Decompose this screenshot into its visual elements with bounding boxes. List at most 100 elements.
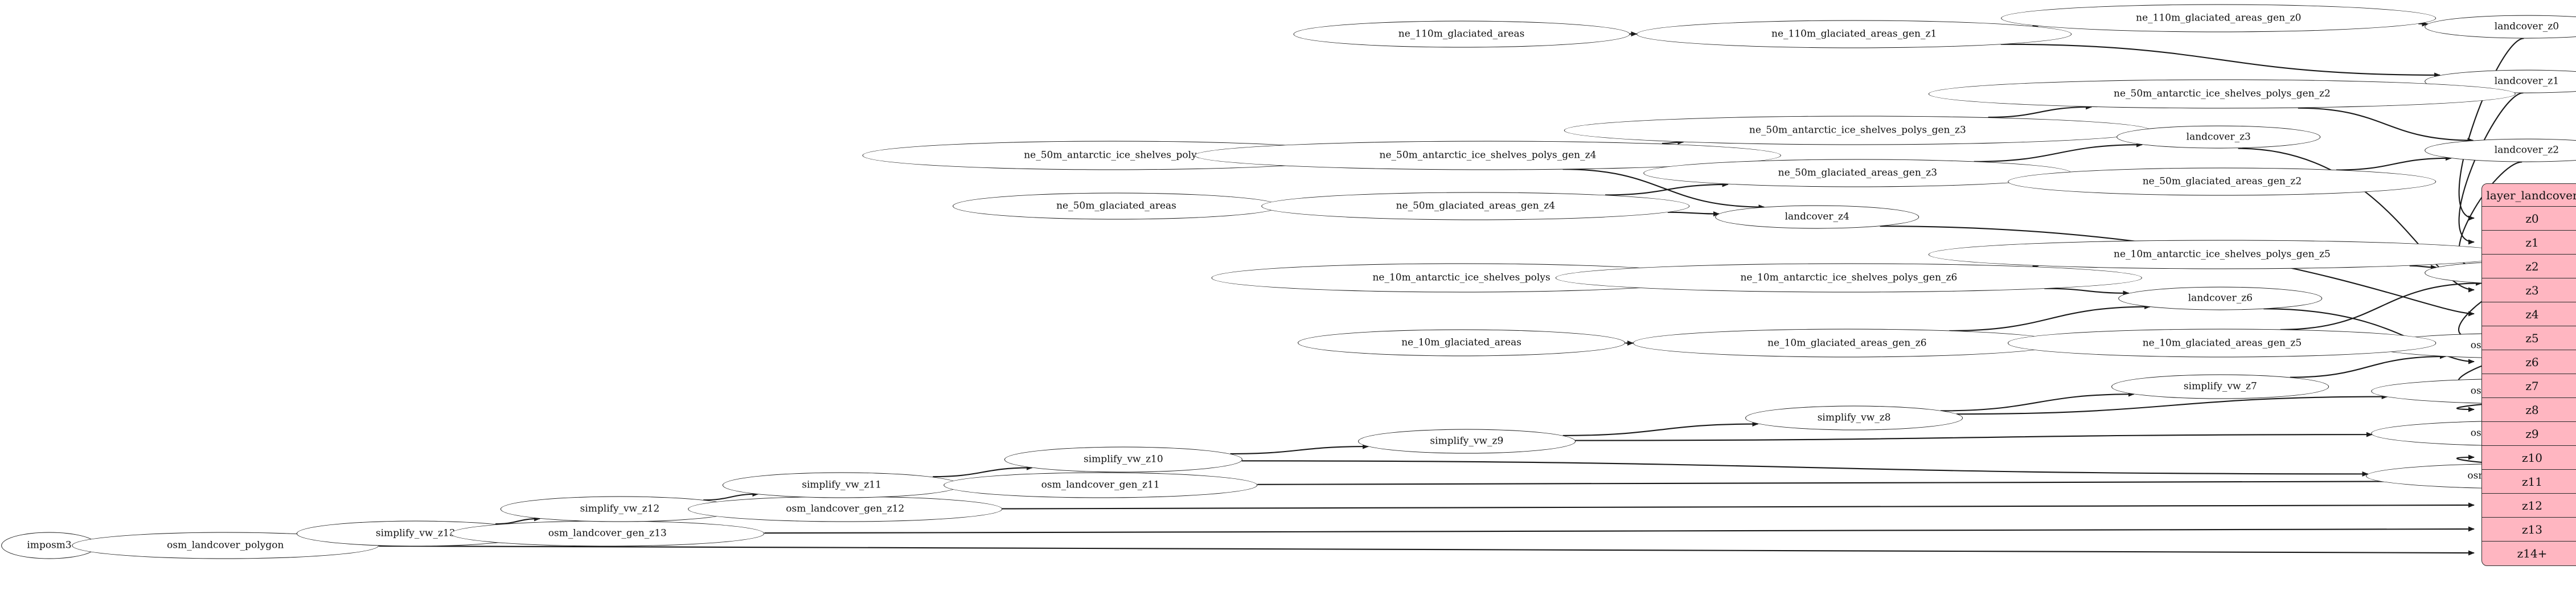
edge-osm_landcover_polygon-to-layer_landcover-z14+	[379, 545, 2475, 556]
edge-simplify_vw_z7-to-osm_landcover_gen_z7	[2290, 354, 2446, 378]
node-label: ne_110m_glaciated_areas_gen_z1	[1771, 28, 1937, 40]
node-osm_landcover_gen_z12[interactable]: osm_landcover_gen_z12	[688, 496, 1003, 522]
edge-ne_50m_glaciated_areas_gen_z4-to-landcover_z4	[1667, 211, 1720, 217]
node-label: simplify_vw_z7	[2183, 380, 2257, 392]
edge-landcover_z4-to-layer_landcover-z4	[1880, 225, 2475, 317]
edge-ne_50m_glaciated_areas_gen_z2-to-landcover_z2	[2336, 155, 2452, 171]
edge-osm_landcover_gen_z12-to-layer_landcover-z12	[1002, 502, 2475, 510]
node-label: ne_10m_glaciated_areas	[1401, 337, 1521, 348]
node-label: ne_50m_antarctic_ice_shelves_polys_gen_z…	[2114, 88, 2331, 100]
edge-ne_50m_antarctic_ice_shelves_polys_gen_z4-to-landcover_z4	[1562, 169, 1765, 210]
node-ne_110m_glaciated_areas_gen_z1[interactable]: ne_110m_glaciated_areas_gen_z1	[1636, 20, 2072, 48]
table-row-z0[interactable]: z0	[2482, 207, 2576, 231]
node-label: ne_10m_antarctic_ice_shelves_polys	[1372, 272, 1550, 284]
node-label: osm_landcover_gen_z12	[786, 503, 905, 515]
edge-ne_50m_glaciated_areas_gen_z4-to-ne_50m_glaciated_areas_gen_z3	[1605, 182, 1729, 196]
edge-ne_110m_glaciated_areas_gen_z1-to-landcover_z1	[2000, 43, 2441, 78]
node-label: landcover_z3	[2186, 131, 2251, 143]
table-row-z14+[interactable]: z14+	[2517, 547, 2548, 560]
node-label: osm_landcover_gen_z13	[548, 527, 667, 539]
edge-simplify_vw_z8-to-osm_landcover_gen_z8	[1956, 394, 2388, 415]
edge-simplify_vw_z8-to-simplify_vw_z7	[1940, 391, 2135, 412]
node-simplify_vw_z7[interactable]: simplify_vw_z7	[2111, 374, 2329, 399]
node-osm_landcover_polygon[interactable]: osm_landcover_polygon	[72, 532, 379, 559]
table-row-z1[interactable]: z1	[2482, 231, 2576, 255]
node-landcover_z0[interactable]: landcover_z0	[2425, 15, 2576, 39]
node-ne_50m_glaciated_areas_gen_z2[interactable]: ne_50m_glaciated_areas_gen_z2	[2008, 167, 2436, 196]
node-label: landcover_z4	[1785, 211, 1849, 223]
table-row-z13[interactable]: z13	[2482, 518, 2576, 542]
table-row-z10[interactable]: z10	[2482, 446, 2576, 470]
table-row-z3[interactable]: z3	[2482, 278, 2576, 302]
edge-simplify_vw_z10-to-simplify_vw_z9	[1230, 444, 1369, 454]
node-label: ne_50m_glaciated_areas_gen_z3	[1778, 167, 1938, 179]
node-ne_10m_glaciated_areas_gen_z6[interactable]: ne_10m_glaciated_areas_gen_z6	[1633, 329, 2061, 358]
node-label: landcover_z2	[2494, 144, 2559, 156]
node-label: landcover_z6	[2188, 292, 2253, 304]
node-ne_50m_antarctic_ice_shelves_polys_gen_z2[interactable]: ne_50m_antarctic_ice_shelves_polys_gen_z…	[1929, 79, 2516, 109]
edge-osm_landcover_gen_z13-to-layer_landcover-z13	[764, 526, 2475, 534]
node-osm_landcover_gen_z11[interactable]: osm_landcover_gen_z11	[943, 472, 1258, 498]
edge-ne_10m_antarctic_ice_shelves_polys_gen_z5-to-landcover_z5	[2409, 265, 2437, 270]
node-ne_10m_glaciated_areas_gen_z5[interactable]: ne_10m_glaciated_areas_gen_z5	[2008, 329, 2436, 358]
node-label: ne_50m_glaciated_areas	[1056, 200, 1176, 212]
edge-landcover_z3-to-layer_landcover-z3	[2238, 147, 2475, 293]
edge-ne_10m_glaciated_areas_gen_z5-to-landcover_z5	[2280, 280, 2483, 330]
node-label: ne_50m_antarctic_ice_shelves_polys_gen_z…	[1749, 124, 1966, 136]
table-row-z4[interactable]: z4	[2482, 302, 2576, 326]
node-label: ne_10m_antarctic_ice_shelves_polys_gen_z…	[2114, 248, 2331, 260]
edge-ne_10m_glaciated_areas_gen_z6-to-landcover_z6	[1949, 304, 2151, 331]
table-header: layer_landcover	[2482, 184, 2576, 207]
edge-simplify_vw_z9-to-osm_landcover_gen_z9	[1575, 432, 2373, 441]
node-ne_50m_antarctic_ice_shelves_polys_gen_z3[interactable]: ne_50m_antarctic_ice_shelves_polys_gen_z…	[1564, 116, 2151, 145]
table-row-z12[interactable]: z12	[2482, 494, 2576, 518]
table-row-z2[interactable]: z2	[2482, 255, 2576, 278]
node-label: landcover_z0	[2494, 20, 2559, 32]
node-simplify_vw_z11[interactable]: simplify_vw_z11	[723, 472, 961, 498]
table-row-z6[interactable]: z6	[2482, 350, 2576, 374]
edge-ne_50m_antarctic_ice_shelves_polys_gen_z2-to-landcover_z2	[2298, 107, 2474, 143]
node-label: landcover_z1	[2494, 75, 2559, 87]
edge-simplify_vw_z12-to-simplify_vw_z11	[703, 491, 759, 501]
node-osm_landcover_gen_z13[interactable]: osm_landcover_gen_z13	[450, 520, 765, 547]
node-label: ne_110m_glaciated_areas_gen_z0	[2136, 12, 2302, 24]
node-label: simplify_vw_z12	[580, 503, 660, 515]
node-label: osm_landcover_gen_z11	[1041, 479, 1160, 491]
node-ne_10m_glaciated_areas[interactable]: ne_10m_glaciated_areas	[1297, 329, 1626, 356]
node-label: simplify_vw_z11	[802, 479, 881, 491]
node-ne_50m_glaciated_areas[interactable]: ne_50m_glaciated_areas	[952, 192, 1281, 220]
node-ne_50m_glaciated_areas_gen_z3[interactable]: ne_50m_glaciated_areas_gen_z3	[1643, 159, 2072, 187]
node-ne_50m_glaciated_areas_gen_z4[interactable]: ne_50m_glaciated_areas_gen_z4	[1261, 192, 1690, 220]
edge-ne_50m_glaciated_areas_gen_z3-to-landcover_z3	[1974, 142, 2143, 162]
node-landcover_z6[interactable]: landcover_z6	[2118, 286, 2323, 310]
table-row-z5[interactable]: z5	[2482, 326, 2576, 350]
node-label: simplify_vw_z8	[1817, 412, 1891, 424]
node-label: ne_50m_glaciated_areas_gen_z4	[1396, 200, 1556, 212]
edge-simplify_vw_z10-to-osm_landcover_gen_z10	[1241, 460, 2369, 477]
node-label: simplify_vw_z13	[375, 527, 456, 539]
table-row-z7[interactable]: z7	[2482, 374, 2576, 398]
node-simplify_vw_z10[interactable]: simplify_vw_z10	[1004, 446, 1242, 473]
table-row-z8[interactable]: z8	[2482, 398, 2576, 422]
node-label: simplify_vw_z10	[1084, 453, 1163, 465]
node-landcover_z4[interactable]: landcover_z4	[1715, 205, 1919, 229]
node-simplify_vw_z9[interactable]: simplify_vw_z9	[1357, 429, 1576, 454]
node-label: osm_landcover_polygon	[167, 539, 284, 551]
node-label: ne_10m_glaciated_areas_gen_z5	[2142, 337, 2302, 348]
node-ne_110m_glaciated_areas[interactable]: ne_110m_glaciated_areas	[1293, 20, 1630, 48]
table-row-z9[interactable]: z9	[2482, 422, 2576, 446]
node-landcover_z3[interactable]: landcover_z3	[2116, 125, 2321, 149]
node-ne_10m_antarctic_ice_shelves_polys_gen_z5[interactable]: ne_10m_antarctic_ice_shelves_polys_gen_z…	[1929, 240, 2516, 269]
node-label: ne_50m_glaciated_areas_gen_z2	[2142, 175, 2302, 187]
node-label: ne_10m_glaciated_areas_gen_z6	[1767, 337, 1927, 348]
edge-ne_50m_antarctic_ice_shelves_polys_gen_z3-to-ne_50m_antarctic_ice_shelves_polys_gen_z2	[1988, 104, 2093, 118]
table-row-z11[interactable]: z11	[2482, 470, 2576, 494]
node-landcover_z2[interactable]: landcover_z2	[2425, 138, 2576, 162]
node-ne_10m_antarctic_ice_shelves_polys_gen_z6[interactable]: ne_10m_antarctic_ice_shelves_polys_gen_z…	[1555, 263, 2143, 293]
node-label: imposm3	[27, 539, 72, 551]
node-simplify_vw_z8[interactable]: simplify_vw_z8	[1745, 406, 1963, 430]
node-ne_110m_glaciated_areas_gen_z0[interactable]: ne_110m_glaciated_areas_gen_z0	[2001, 4, 2436, 32]
